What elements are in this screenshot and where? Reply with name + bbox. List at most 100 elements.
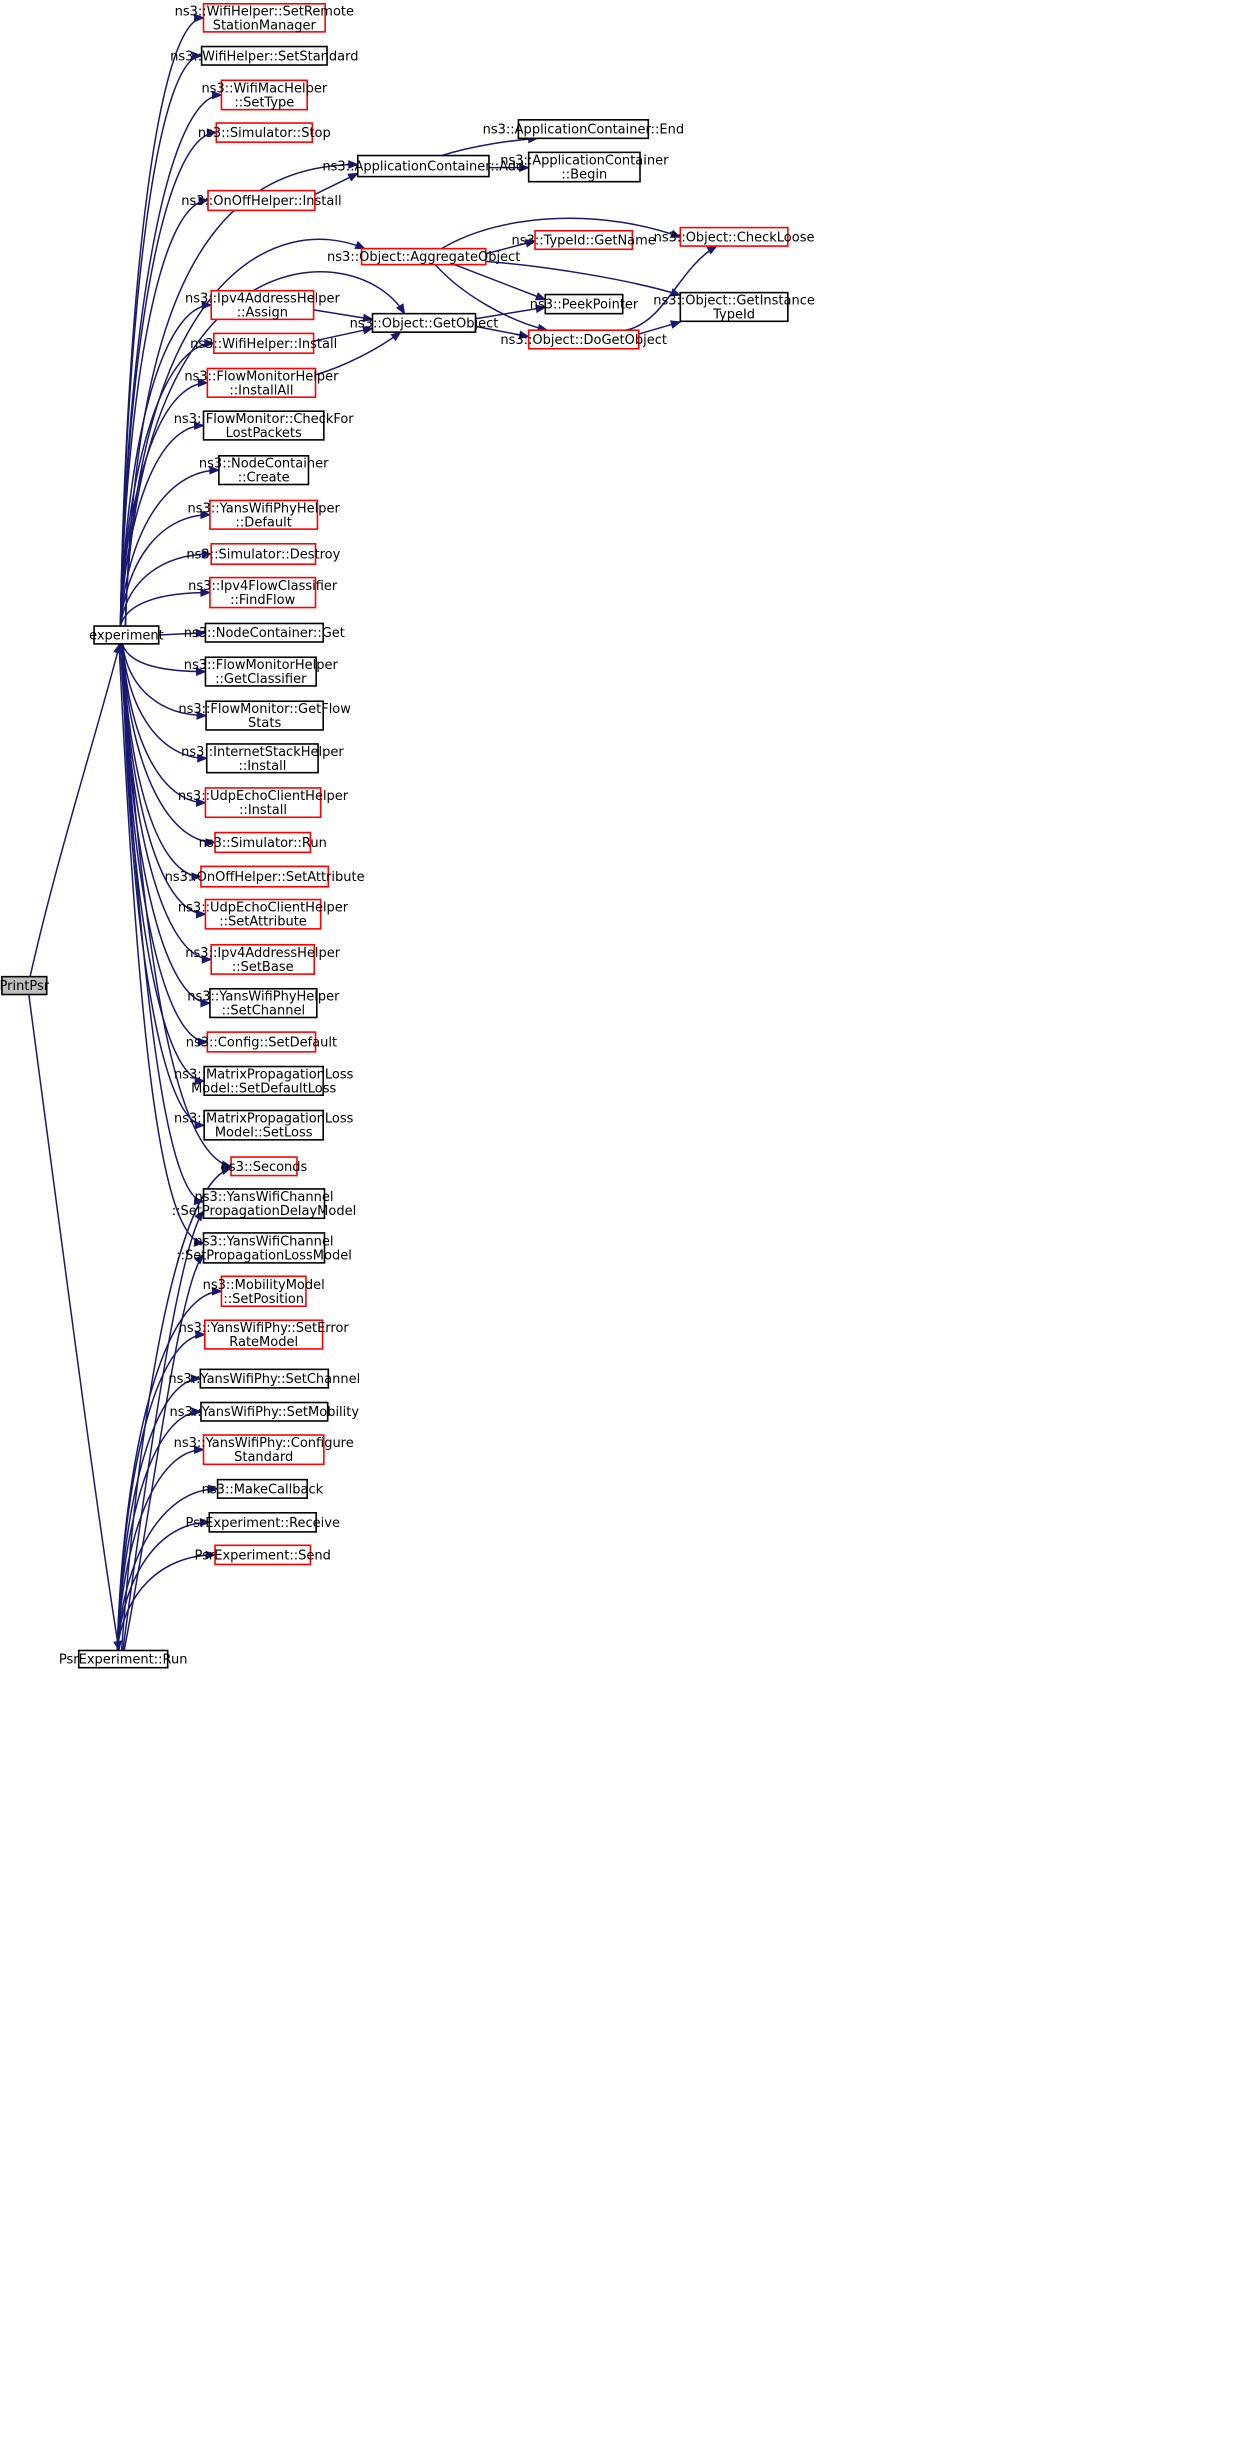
call-edge-experiment-to-nodecont-create — [119, 465, 221, 627]
node-sim-destroy[interactable]: ns3::Simulator::Destroy — [186, 542, 341, 565]
node-obj-aggregate[interactable]: ns3::Object::AggregateObject — [327, 247, 520, 266]
arrowhead-icon — [195, 667, 207, 676]
node-sim-run[interactable]: ns3::Simulator::Run — [199, 831, 327, 854]
call-edge-experiment-to-sim-run — [121, 643, 217, 847]
call-edges — [28, 13, 718, 1652]
node-box — [360, 247, 487, 266]
node-onoff-setattr[interactable]: ns3::OnOffHelper::SetAttribute — [165, 865, 365, 888]
node-yanschan-setdelay[interactable]: ns3::YansWifiChannel::SetPropagationDela… — [172, 1188, 356, 1219]
node-sim-stop[interactable]: ns3::Simulator::Stop — [198, 122, 331, 143]
node-yanschan-setloss[interactable]: ns3::YansWifiChannel::SetPropagationLoss… — [176, 1232, 352, 1264]
arrowhead-icon — [193, 1238, 205, 1247]
node-seconds[interactable]: ns3::Seconds — [221, 1156, 308, 1177]
node-label: ::InstallAll — [229, 383, 293, 398]
node-makecallback[interactable]: ns3::MakeCallback — [202, 1478, 324, 1499]
node-psr-receive[interactable]: PsrExperiment::Receive — [185, 1511, 340, 1533]
node-ipv4addr-assign[interactable]: ns3::Ipv4AddressHelper::Assign — [185, 289, 341, 321]
call-edge-psrrun-to-yansphy-configure — [116, 1445, 205, 1651]
node-box — [202, 1232, 326, 1264]
arrowhead-icon — [669, 229, 682, 238]
node-typeid-getname[interactable]: ns3::TypeId::GetName — [512, 229, 656, 251]
node-box — [216, 1478, 309, 1499]
node-label: ns3::Object::GetObject — [350, 316, 499, 331]
node-mobility-setposition[interactable]: ns3::MobilityModel::SetPosition — [203, 1275, 325, 1308]
node-box — [199, 1368, 330, 1389]
node-box — [206, 1031, 317, 1053]
node-label: ns3::YansWifiChannel — [195, 1234, 334, 1249]
node-flowmon-installall[interactable]: ns3::FlowMonitorHelper::InstallAll — [184, 367, 339, 398]
node-psr-send[interactable]: PsrExperiment::Send — [195, 1544, 331, 1566]
arrowhead-icon — [194, 1076, 206, 1086]
call-edge-line — [119, 55, 202, 627]
node-label: ns3::YansWifiPhy::SetMobility — [170, 1405, 360, 1420]
arrowhead-icon — [194, 1445, 205, 1455]
call-edge-experiment-to-udpecho-install — [121, 643, 207, 807]
node-label: PsrExperiment::Run — [59, 1653, 188, 1668]
node-appcont-end[interactable]: ns3::ApplicationContainer::End — [483, 119, 684, 140]
node-label: ns3::WifiHelper::SetStandard — [170, 49, 358, 64]
arrowhead-icon — [204, 338, 216, 348]
arrowhead-icon — [194, 1210, 205, 1222]
call-edge-line — [121, 643, 206, 673]
node-yansphy-default[interactable]: ns3::YansWifiPhyHelper::Default — [188, 499, 341, 530]
call-edge-line — [119, 304, 212, 627]
node-flowmon-getclassifier[interactable]: ns3::FlowMonitorHelper::GetClassifier — [184, 656, 339, 687]
node-yansphy-setmobility[interactable]: ns3::YansWifiPhy::SetMobility — [170, 1401, 360, 1422]
call-edge-wifi-install-to-obj-getobject — [313, 326, 374, 342]
node-wifi-install[interactable]: ns3::WifiHelper::Install — [190, 332, 337, 354]
node-ipv4flow-findflow[interactable]: ns3::Ipv4FlowClassifier::FindFlow — [188, 576, 338, 609]
node-matrix-setdefaultloss[interactable]: ns3::MatrixPropagationLossModel::SetDefa… — [174, 1065, 354, 1097]
call-edge-line — [121, 643, 216, 844]
node-obj-checkloose[interactable]: ns3::Object::CheckLoose — [654, 226, 815, 247]
node-box — [208, 1511, 317, 1533]
node-obj-getobject[interactable]: ns3::Object::GetObject — [350, 312, 499, 333]
node-wifi-setstandard[interactable]: ns3::WifiHelper::SetStandard — [170, 45, 359, 66]
node-nodecont-get[interactable]: ns3::NodeContainer::Get — [184, 622, 345, 643]
node-peekpointer[interactable]: ns3::PeekPointer — [530, 293, 639, 315]
node-label: ::SetPropagationLossModel — [176, 1248, 352, 1263]
node-box — [209, 576, 317, 609]
node-box — [200, 865, 330, 888]
call-edge-line — [119, 553, 212, 627]
call-edge-printpsr-to-experiment — [29, 642, 122, 977]
node-wifimac-settype[interactable]: ns3::WifiMacHelper::SetType — [201, 79, 328, 110]
node-label: LostPackets — [226, 426, 302, 441]
arrowhead-icon — [191, 1407, 203, 1417]
node-label: ns3::Object::AggregateObject — [327, 250, 520, 265]
node-printpsr[interactable]: PrintPsr — [0, 975, 50, 996]
node-appcont-add[interactable]: ns3::ApplicationContainer::Add — [322, 154, 524, 178]
node-label: ::SetPosition — [223, 1292, 304, 1307]
node-label: PsrExperiment::Receive — [185, 1516, 340, 1531]
node-label: ns3::FlowMonitor::CheckFor — [174, 412, 355, 427]
arrowhead-icon — [194, 13, 205, 23]
node-nodecont-create[interactable]: ns3::NodeContainer::Create — [199, 455, 329, 486]
node-psrrun[interactable]: PsrExperiment::Run — [59, 1649, 188, 1669]
node-label: Stats — [248, 716, 281, 731]
node-yansphy-setchannel[interactable]: ns3::YansWifiPhy::SetChannel — [168, 1368, 360, 1389]
node-box — [200, 1401, 329, 1422]
node-appcont-begin[interactable]: ns3::ApplicationContainer::Begin — [500, 151, 669, 183]
node-ipv4addr-setbase[interactable]: ns3::Ipv4AddressHelper::SetBase — [185, 943, 341, 975]
node-inetstack-install[interactable]: ns3::InternetStackHelper::Install — [181, 743, 344, 774]
arrowhead-icon — [220, 1166, 233, 1175]
node-box — [220, 1275, 307, 1308]
node-config-setdefault[interactable]: ns3::Config::SetDefault — [186, 1031, 337, 1053]
node-experiment[interactable]: experiment — [89, 625, 164, 645]
call-edge-obj-aggregate-to-obj-getinstancetypeid — [485, 260, 682, 297]
node-yansphyhelper-setchannel[interactable]: ns3::YansWifiPhyHelper::SetChannel — [187, 987, 340, 1019]
node-udpecho-setattr[interactable]: ns3::UdpEchoClientHelper::SetAttribute — [178, 898, 349, 930]
node-udpecho-install[interactable]: ns3::UdpEchoClientHelper::Install — [178, 787, 349, 818]
node-label: ns3::Simulator::Run — [199, 836, 327, 851]
arrowhead-icon — [390, 331, 402, 342]
arrowhead-icon — [362, 326, 374, 335]
node-onoff-install[interactable]: ns3::OnOffHelper::Install — [181, 189, 342, 212]
node-obj-dogetobject[interactable]: ns3::Object::DoGetObject — [500, 329, 667, 350]
arrowhead-icon — [534, 292, 547, 301]
